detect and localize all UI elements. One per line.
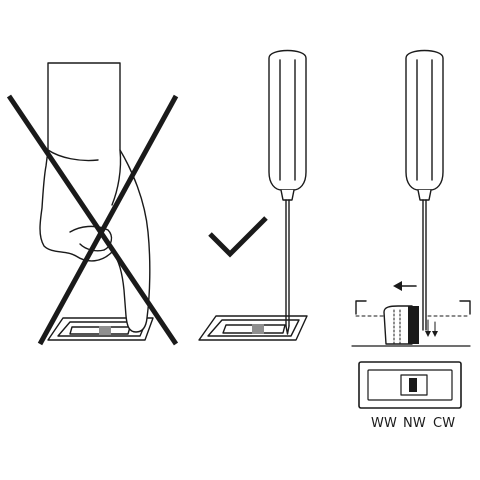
switch-label-ww: WW [371,416,398,431]
hand-illustration [39,62,151,333]
switch-front-view [358,361,462,409]
housing-right-bracket [459,300,471,315]
screwdriver-illustration [268,49,307,335]
switch-label-cw: CW [433,416,456,431]
checkmark-icon [208,216,268,258]
panel-right [198,49,308,341]
panel-detail [351,49,471,409]
switch-knob-section [383,305,419,345]
panel-wrong [6,62,179,346]
switch-knob-front [409,378,417,392]
housing-left-bracket [355,300,367,315]
arrow-left-icon [393,281,417,291]
arrow-down-icon [425,319,438,337]
screwdriver-detail-illustration [405,49,444,331]
switch-plate-screwdriver [198,315,308,341]
cross-out-icon [6,94,179,346]
switch-label-nw: NW [403,416,426,431]
